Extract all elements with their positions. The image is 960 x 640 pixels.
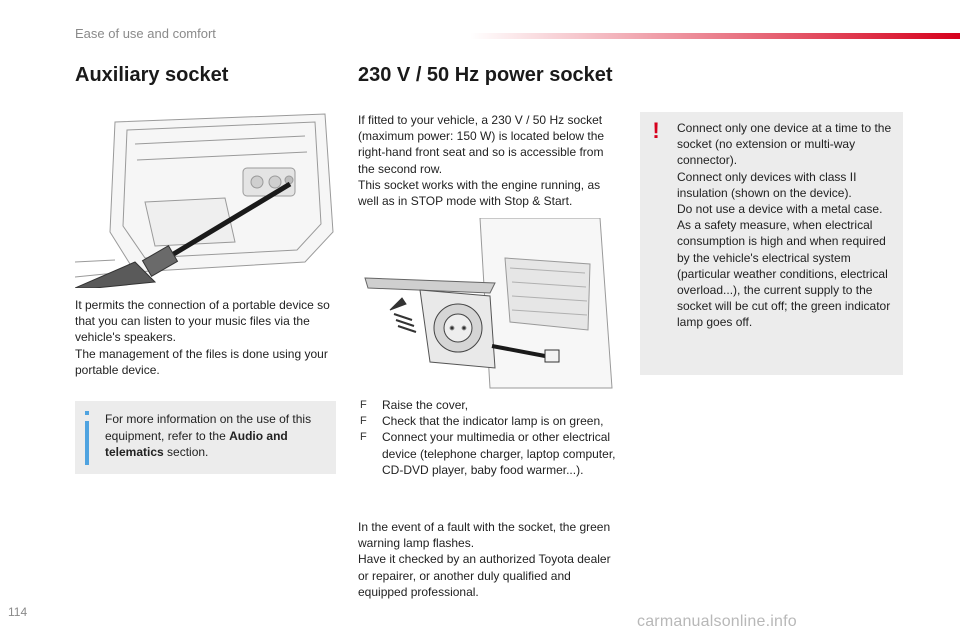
warning-line: As a safety measure, when electrical con…: [677, 218, 891, 330]
step-text: Raise the cover,: [382, 398, 469, 412]
info-icon: [85, 411, 89, 465]
power-fault-line: In the event of a fault with the socket,…: [358, 520, 611, 551]
step-marker: F: [360, 399, 367, 411]
power-steps-list: F Raise the cover, F Check that the indica…: [360, 397, 622, 478]
exclamation-icon: !: [652, 118, 660, 143]
warning-note-text: Connect only one device at a time to the…: [677, 120, 899, 331]
step-text: Connect your multimedia or other electri…: [382, 430, 616, 477]
power-intro-line: This socket works with the engine runnin…: [358, 177, 601, 209]
info-note-suffix: section.: [163, 445, 209, 459]
warning-line: Connect only one device at a time to the…: [677, 121, 892, 168]
list-item: F Raise the cover,: [360, 397, 622, 413]
warning-line: Connect only devices with class II insul…: [677, 169, 857, 200]
page-number: 114: [8, 605, 28, 619]
power-socket-illustration: [360, 218, 616, 390]
power-fault-line: Have it checked by an authorized Toyota …: [358, 552, 611, 599]
aux-description-line: It permits the connection of a portable …: [75, 298, 330, 345]
header-accent-bar: [470, 33, 960, 39]
power-socket-title: 230 V / 50 Hz power socket: [358, 64, 613, 86]
aux-description-line: The management of the files is done usin…: [75, 346, 328, 377]
watermark: carmanualsonline.info: [637, 613, 797, 630]
info-note-text: For more information on the use of this …: [105, 411, 330, 461]
info-note-box: For more information on the use of this …: [75, 401, 336, 474]
aux-description: It permits the connection of a portable …: [75, 297, 339, 378]
step-marker: F: [360, 415, 367, 428]
power-intro: If fitted to your vehicle, a 230 V / 50 …: [358, 112, 620, 209]
info-note-link-text: Audio and telematics: [105, 428, 288, 460]
info-note-prefix: For more information on the use of this …: [105, 412, 312, 443]
power-fault-text: In the event of a fault with the socket,…: [358, 519, 622, 600]
step-text: Check that the indicator lamp is on gree…: [382, 414, 604, 429]
warning-note-box: ! Connect only one device at a time to t…: [640, 112, 903, 375]
step-marker: F: [360, 431, 367, 444]
header-section-title: Ease of use and comfort: [75, 26, 216, 41]
aux-socket-illustration: [75, 112, 337, 288]
power-intro-line: If fitted to your vehicle, a 230 V / 50 …: [358, 113, 605, 176]
aux-socket-title: Auxiliary socket: [75, 64, 229, 86]
list-item: F Connect your multimedia or other electr…: [360, 429, 622, 478]
list-item: F Check that the indicator lamp is on gre…: [360, 413, 622, 429]
warning-line: Do not use a device with a metal case.: [677, 202, 883, 217]
